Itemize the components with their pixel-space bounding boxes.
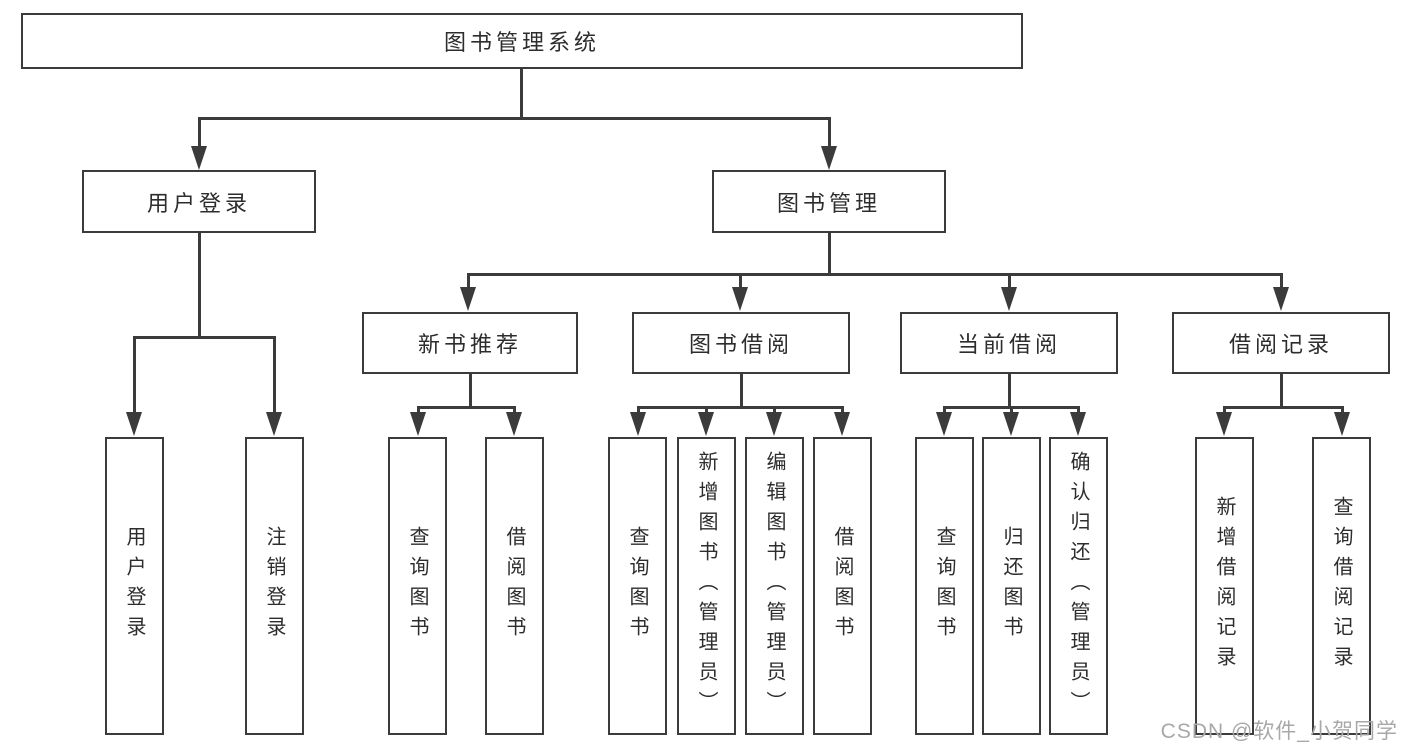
node-book-management: 图书管理 — [712, 170, 946, 233]
connector-line — [273, 336, 276, 414]
connector-line — [841, 406, 844, 416]
connector-arrowhead-down — [698, 412, 714, 436]
connector-line — [469, 374, 472, 408]
connector-arrowhead-down — [1070, 412, 1086, 436]
connector-line — [198, 233, 201, 338]
connector-arrowhead-down — [410, 412, 426, 436]
connector-line — [1280, 273, 1283, 289]
connector-line — [467, 273, 1283, 276]
connector-line — [513, 406, 516, 416]
connector-arrowhead-down — [506, 412, 522, 436]
leaf-add-borrow-record: 新增借阅记录 — [1195, 437, 1254, 735]
connector-line — [1223, 406, 1226, 416]
leaf-edit-book-admin: 编辑图书（管理员） — [745, 437, 804, 735]
leaf-logout: 注销登录 — [245, 437, 304, 735]
connector-line — [1280, 374, 1283, 408]
connector-line — [1341, 406, 1344, 416]
connector-arrowhead-down — [732, 287, 748, 311]
connector-line — [417, 406, 420, 416]
leaf-logout-label: 注销登录 — [263, 526, 285, 646]
leaf-add-borrow-record-label: 新增借阅记录 — [1213, 496, 1235, 676]
node-current-borrow: 当前借阅 — [900, 312, 1118, 374]
node-new-book-recommend: 新书推荐 — [362, 312, 578, 374]
leaf-add-book-admin: 新增图书（管理员） — [677, 437, 736, 735]
leaf-confirm-return-admin: 确认归还（管理员） — [1049, 437, 1108, 735]
leaf-return-book-label: 归还图书 — [1000, 526, 1022, 646]
connector-line — [740, 374, 743, 408]
leaf-current-query-book: 查询图书 — [915, 437, 974, 735]
leaf-rec-query-book-label: 查询图书 — [406, 526, 428, 646]
connector-line — [133, 336, 276, 339]
leaf-rec-borrow-book: 借阅图书 — [485, 437, 544, 735]
leaf-current-query-book-label: 查询图书 — [933, 526, 955, 646]
leaf-return-book: 归还图书 — [982, 437, 1041, 735]
leaf-borrow-query-book: 查询图书 — [608, 437, 667, 735]
node-book-borrow: 图书借阅 — [632, 312, 850, 374]
connector-line — [133, 336, 136, 414]
connector-line — [1008, 273, 1011, 289]
node-borrow-records-label: 借阅记录 — [1228, 332, 1333, 357]
connector-line — [828, 233, 831, 275]
leaf-borrow-book: 借阅图书 — [813, 437, 872, 735]
connector-arrowhead-down — [834, 412, 850, 436]
connector-line — [773, 406, 776, 416]
connector-arrowhead-down — [821, 146, 837, 170]
node-book-borrow-label: 图书借阅 — [688, 332, 793, 357]
node-root: 图书管理系统 — [21, 13, 1023, 69]
connector-line — [828, 117, 831, 150]
node-user-login-label: 用户登录 — [146, 190, 251, 216]
leaf-borrow-query-book-label: 查询图书 — [626, 526, 648, 646]
connector-line — [467, 273, 470, 289]
leaf-rec-query-book: 查询图书 — [388, 437, 447, 735]
connector-line — [198, 117, 831, 120]
node-user-login: 用户登录 — [82, 170, 316, 233]
csdn-watermark: CSDN @软件_小贺同学 — [1160, 720, 1398, 743]
connector-line — [637, 406, 844, 409]
connector-line — [1008, 374, 1011, 408]
leaf-query-borrow-record-label: 查询借阅记录 — [1330, 496, 1352, 676]
leaf-rec-borrow-book-label: 借阅图书 — [503, 526, 525, 646]
connector-arrowhead-down — [1001, 287, 1017, 311]
connector-line — [739, 273, 742, 289]
leaf-user-login: 用户登录 — [105, 437, 164, 735]
node-new-book-recommend-label: 新书推荐 — [417, 332, 522, 357]
connector-arrowhead-down — [191, 146, 207, 170]
connector-line — [520, 69, 523, 119]
connector-line — [417, 406, 516, 409]
connector-arrowhead-down — [1003, 412, 1019, 436]
node-book-management-label: 图书管理 — [776, 190, 881, 216]
connector-arrowhead-down — [1273, 287, 1289, 311]
connector-line — [1223, 406, 1343, 409]
node-borrow-records: 借阅记录 — [1172, 312, 1390, 374]
connector-line — [705, 406, 708, 416]
connector-line — [198, 117, 201, 150]
connector-line — [1077, 406, 1080, 416]
connector-arrowhead-down — [1334, 412, 1350, 436]
connector-arrowhead-down — [936, 412, 952, 436]
leaf-query-borrow-record: 查询借阅记录 — [1312, 437, 1371, 735]
node-root-label: 图书管理系统 — [443, 30, 600, 55]
connector-arrowhead-down — [630, 412, 646, 436]
connector-arrowhead-down — [460, 287, 476, 311]
leaf-edit-book-admin-label: 编辑图书（管理员） — [763, 451, 785, 721]
leaf-borrow-book-label: 借阅图书 — [831, 526, 853, 646]
connector-arrowhead-down — [126, 412, 142, 436]
leaf-user-login-label: 用户登录 — [123, 526, 145, 646]
connector-arrowhead-down — [766, 412, 782, 436]
connector-line — [637, 406, 640, 416]
connector-arrowhead-down — [266, 412, 282, 436]
connector-line — [1010, 406, 1013, 416]
node-current-borrow-label: 当前借阅 — [956, 332, 1061, 357]
leaf-add-book-admin-label: 新增图书（管理员） — [695, 451, 717, 721]
leaf-confirm-return-admin-label: 确认归还（管理员） — [1067, 451, 1089, 721]
connector-line — [943, 406, 946, 416]
connector-arrowhead-down — [1216, 412, 1232, 436]
